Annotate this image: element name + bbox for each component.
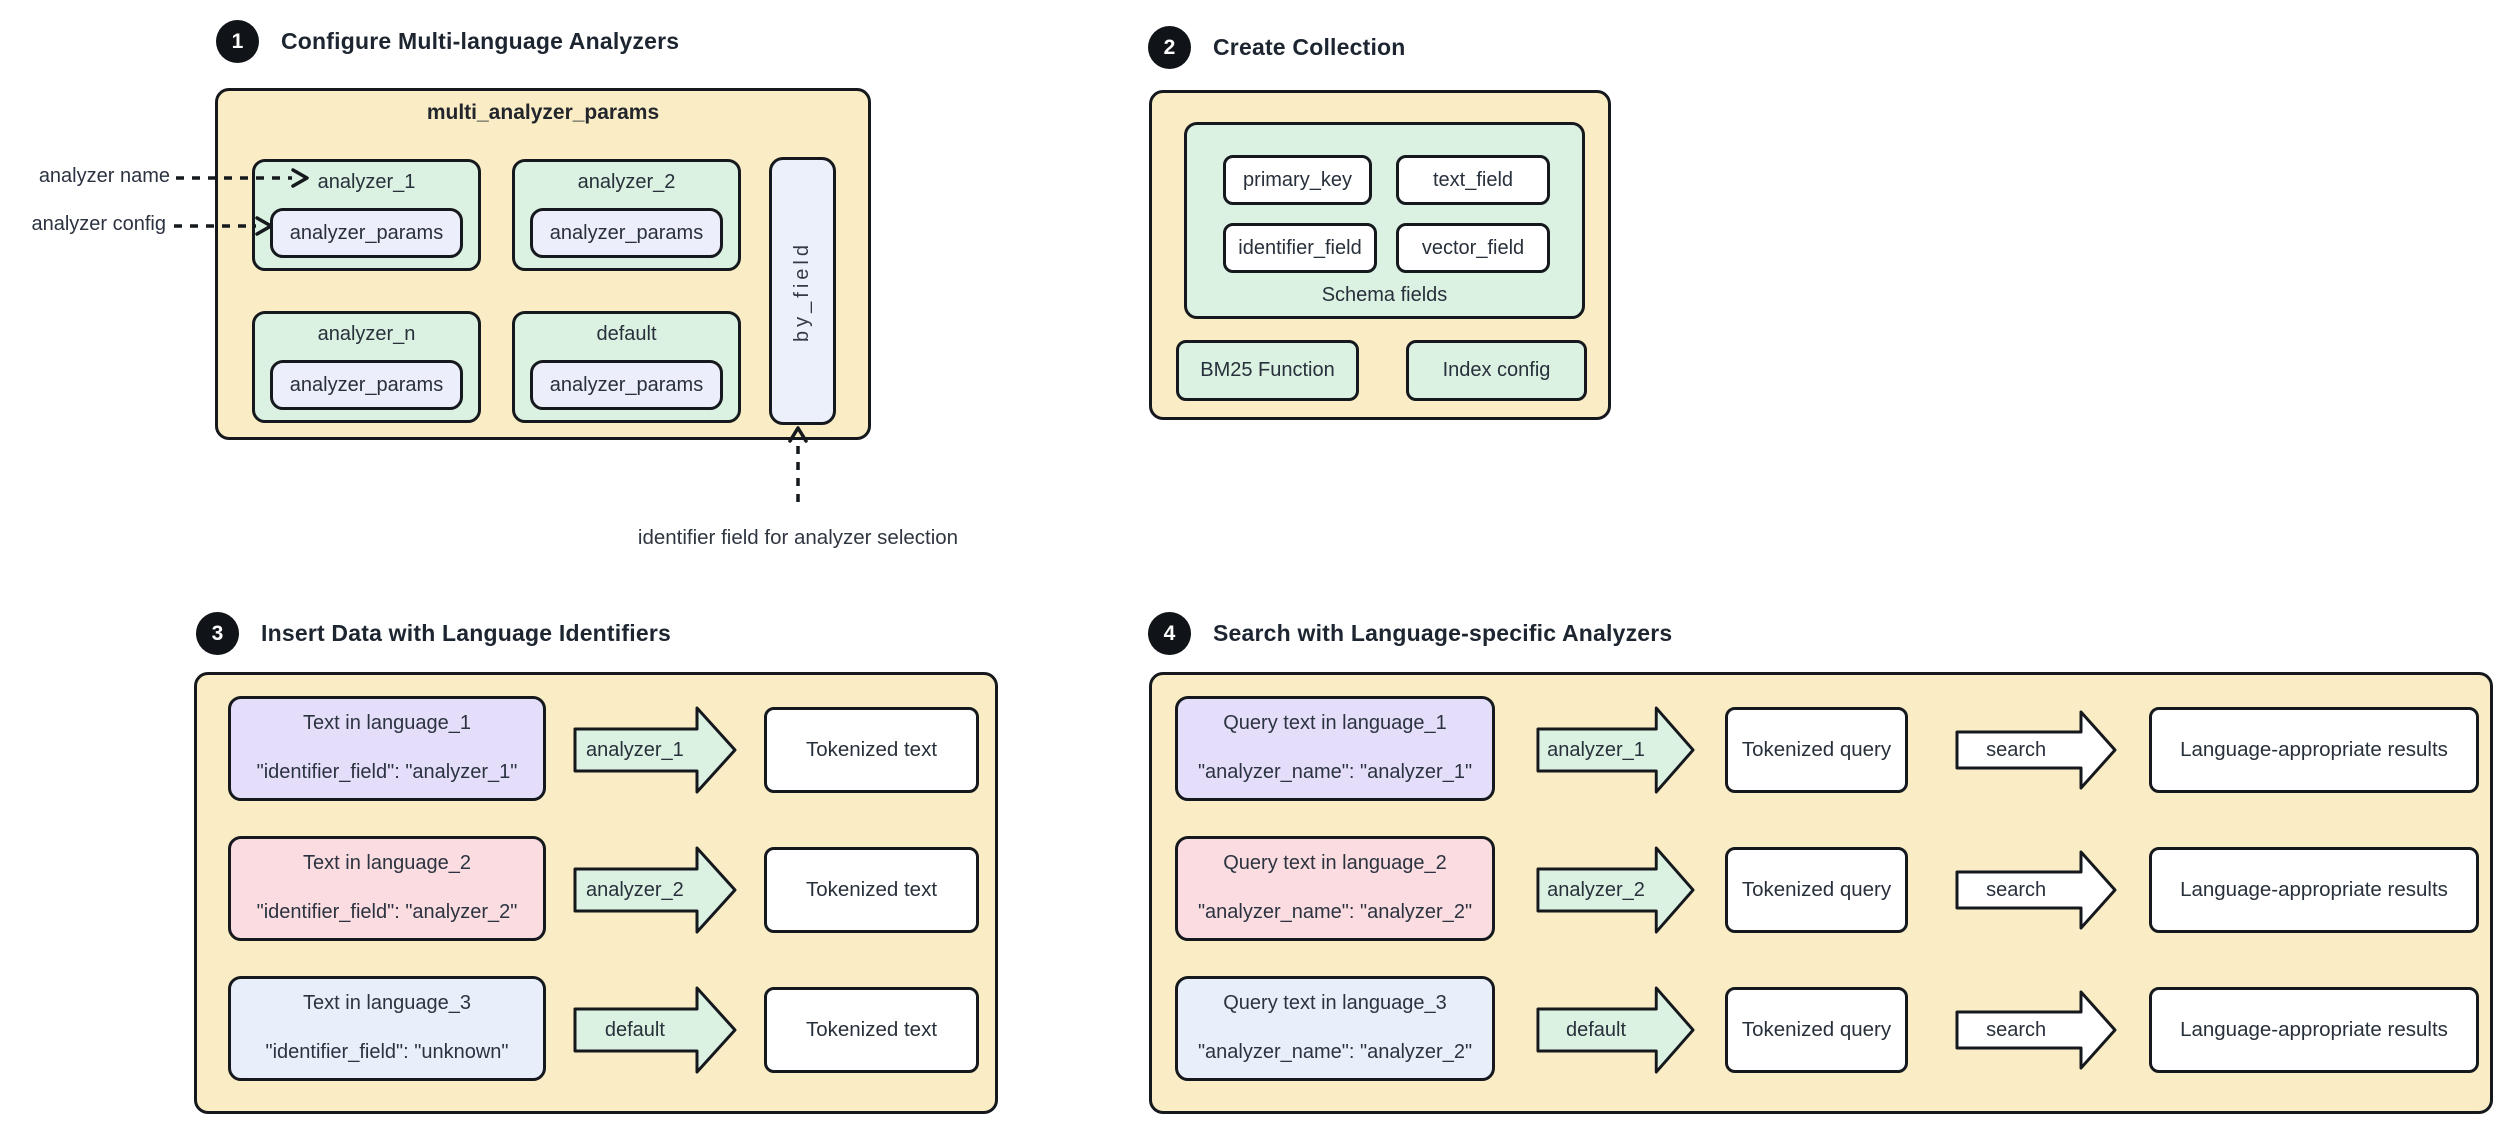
step-1-header: 1 Configure Multi-language Analyzers: [216, 20, 679, 63]
search-analyzer-1-arrow: analyzer_1: [1536, 704, 1696, 796]
search-arrow-1: search: [1955, 704, 2118, 796]
tokenized-text-box-1: Tokenized text: [764, 707, 979, 793]
insert-analyzer-2-arrow-label: analyzer_2: [585, 878, 684, 901]
search-arrow-3: search: [1955, 984, 2118, 1076]
insert-analyzer-2-arrow: analyzer_2: [573, 844, 738, 936]
step-4-badge: 4: [1148, 612, 1191, 655]
by-field-column: by_field: [769, 157, 836, 425]
step-2-badge: 2: [1148, 26, 1191, 69]
tokenized-text-box-2: Tokenized text: [764, 847, 979, 933]
analyzer-config-dashed-arrow: [174, 216, 273, 236]
query-language-2-box: Query text in language_2 "analyzer_name"…: [1175, 836, 1495, 941]
analyzer-name-dashed-arrow: [176, 168, 309, 188]
index-config-box: Index config: [1406, 340, 1587, 401]
step-1-badge: 1: [216, 20, 259, 63]
text-language-3-code: "identifier_field": "unknown": [265, 1041, 509, 1063]
by-field-selection-arrow: [788, 426, 808, 508]
step-2-header: 2 Create Collection: [1148, 26, 1406, 69]
default-analyzer-box: default analyzer_params: [512, 311, 741, 423]
create-collection-panel: primary_key text_field identifier_field …: [1149, 90, 1611, 420]
search-analyzer-1-arrow-label: analyzer_1: [1547, 738, 1645, 761]
text-language-1-code: "identifier_field": "analyzer_1": [256, 761, 518, 783]
insert-analyzer-1-arrow: analyzer_1: [573, 704, 738, 796]
analyzer-name-annotation: analyzer name: [38, 165, 170, 187]
search-analyzer-2-arrow-label: analyzer_2: [1547, 878, 1645, 901]
step-2-title: Create Collection: [1213, 34, 1406, 60]
insert-default-arrow-label: default: [604, 1018, 665, 1041]
step-3-title: Insert Data with Language Identifiers: [261, 620, 671, 646]
step-4-header: 4 Search with Language-specific Analyzer…: [1148, 612, 1672, 655]
insert-analyzer-1-arrow-label: analyzer_1: [585, 738, 684, 761]
tokenized-query-box-3: Tokenized query: [1725, 987, 1908, 1073]
text-language-1-title: Text in language_1: [303, 712, 471, 734]
default-analyzer-params-box: analyzer_params: [530, 360, 723, 410]
step-3-header: 3 Insert Data with Language Identifiers: [196, 612, 671, 655]
default-analyzer-label: default: [596, 323, 657, 345]
step-1-title: Configure Multi-language Analyzers: [281, 28, 680, 54]
search-arrow-1-label: search: [1986, 738, 2047, 761]
analyzer-1-label: analyzer_1: [317, 171, 416, 193]
insert-data-panel: Text in language_1 "identifier_field": "…: [194, 672, 998, 1114]
identifier-field-chip: identifier_field: [1223, 223, 1377, 273]
results-box-1: Language-appropriate results: [2149, 707, 2479, 793]
search-arrow-2-label: search: [1986, 878, 2047, 901]
tokenized-query-box-1: Tokenized query: [1725, 707, 1908, 793]
analyzer-n-label: analyzer_n: [317, 323, 416, 345]
tokenized-text-box-3: Tokenized text: [764, 987, 979, 1073]
by-field-label: by_field: [791, 240, 813, 342]
multi-analyzer-params-panel: multi_analyzer_params analyzer_1 analyze…: [215, 88, 871, 440]
step-4-title: Search with Language-specific Analyzers: [1213, 620, 1673, 646]
analyzer-n-params-box: analyzer_params: [270, 360, 463, 410]
text-language-2-box: Text in language_2 "identifier_field": "…: [228, 836, 546, 941]
search-arrow-3-label: search: [1986, 1018, 2047, 1041]
search-default-arrow: default: [1536, 984, 1696, 1076]
search-panel: Query text in language_1 "analyzer_name"…: [1149, 672, 2493, 1114]
insert-default-arrow: default: [573, 984, 738, 1076]
query-language-1-box: Query text in language_1 "analyzer_name"…: [1175, 696, 1495, 801]
query-language-3-box: Query text in language_3 "analyzer_name"…: [1175, 976, 1495, 1081]
query-language-3-code: "analyzer_name": "analyzer_2": [1197, 1041, 1473, 1063]
text-field-chip: text_field: [1396, 155, 1550, 205]
analyzer-2-label: analyzer_2: [577, 171, 676, 193]
query-language-3-title: Query text in language_3: [1223, 992, 1447, 1014]
text-language-2-title: Text in language_2: [303, 852, 471, 874]
schema-fields-label: Schema fields: [1321, 284, 1448, 306]
query-language-2-title: Query text in language_2: [1223, 852, 1447, 874]
search-default-arrow-label: default: [1565, 1018, 1627, 1041]
query-language-2-code: "analyzer_name": "analyzer_2": [1197, 901, 1473, 923]
results-box-2: Language-appropriate results: [2149, 847, 2479, 933]
tokenized-query-box-2: Tokenized query: [1725, 847, 1908, 933]
identifier-field-caption: identifier field for analyzer selection: [637, 526, 959, 549]
bm25-function-box: BM25 Function: [1176, 340, 1359, 401]
query-language-1-title: Query text in language_1: [1223, 712, 1447, 734]
query-language-1-code: "analyzer_name": "analyzer_1": [1197, 761, 1473, 783]
analyzer-1-params-box: analyzer_params: [270, 208, 463, 258]
panel-1-title: multi_analyzer_params: [426, 101, 660, 124]
text-language-1-box: Text in language_1 "identifier_field": "…: [228, 696, 546, 801]
analyzer-2-box: analyzer_2 analyzer_params: [512, 159, 741, 271]
analyzer-n-box: analyzer_n analyzer_params: [252, 311, 481, 423]
analyzer-2-params-box: analyzer_params: [530, 208, 723, 258]
text-language-3-box: Text in language_3 "identifier_field": "…: [228, 976, 546, 1081]
results-box-3: Language-appropriate results: [2149, 987, 2479, 1073]
primary-key-chip: primary_key: [1223, 155, 1372, 205]
search-arrow-2: search: [1955, 844, 2118, 936]
vector-field-chip: vector_field: [1396, 223, 1550, 273]
search-analyzer-2-arrow: analyzer_2: [1536, 844, 1696, 936]
step-3-badge: 3: [196, 612, 239, 655]
analyzer-config-annotation: analyzer config: [31, 213, 166, 235]
text-language-2-code: "identifier_field": "analyzer_2": [256, 901, 518, 923]
analyzer-1-box: analyzer_1 analyzer_params: [252, 159, 481, 271]
text-language-3-title: Text in language_3: [303, 992, 471, 1014]
schema-fields-box: primary_key text_field identifier_field …: [1184, 122, 1585, 319]
